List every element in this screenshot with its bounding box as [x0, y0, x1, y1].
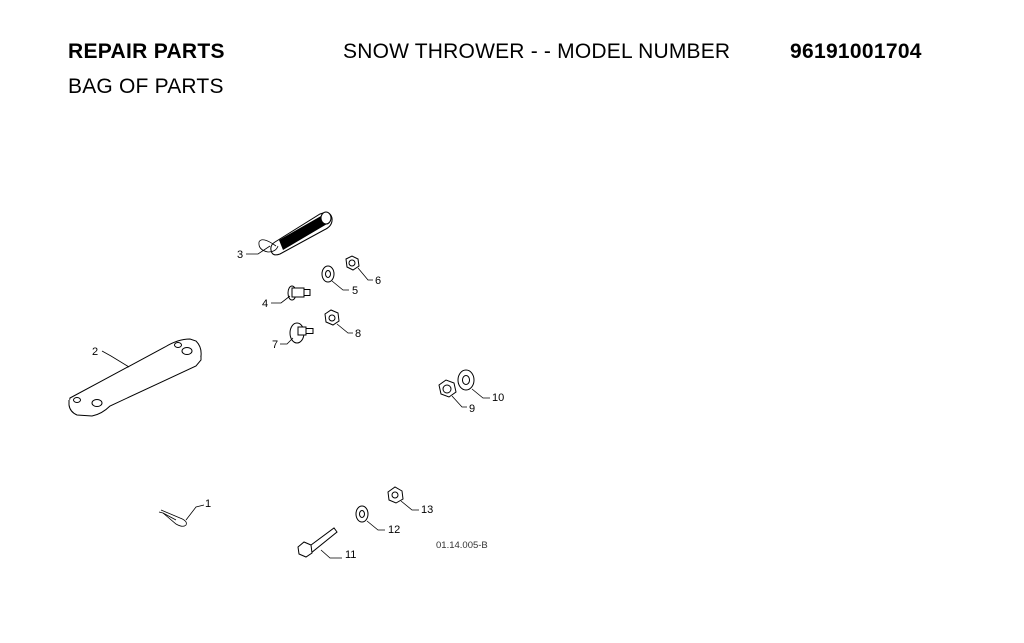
carriage-bolt-icon: [289, 322, 314, 344]
model-number: 96191001704: [790, 40, 922, 63]
hex-nut-icon: [438, 379, 457, 398]
callout-10: 10: [492, 392, 504, 404]
leader-4: [271, 295, 291, 304]
leader-3: [246, 245, 271, 255]
hex-nut-icon: [345, 255, 360, 271]
link-plate-icon: [68, 338, 202, 417]
leader-12: [366, 520, 385, 531]
callout-9: 9: [469, 403, 475, 415]
leader-7: [280, 337, 294, 345]
leader-10: [471, 388, 490, 399]
callout-11: 11: [345, 549, 356, 561]
callout-8: 8: [355, 328, 361, 340]
leader-1: [185, 504, 205, 521]
leader-9: [451, 395, 467, 408]
drawing-code: 01.14.005-B: [436, 540, 488, 551]
callout-4: 4: [262, 298, 268, 310]
page-title-repair-parts: REPAIR PARTS: [68, 40, 225, 63]
callout-1: 1: [205, 498, 211, 510]
leader-13: [400, 500, 419, 511]
extension-spring-icon: [258, 211, 333, 256]
callout-6: 6: [375, 275, 381, 287]
flat-washer-icon: [457, 369, 475, 391]
callout-5: 5: [352, 285, 358, 297]
leader-6: [357, 267, 373, 281]
callout-7: 7: [272, 339, 278, 351]
leader-2: [101, 350, 130, 368]
callout-12: 12: [388, 524, 400, 536]
shoulder-bolt-icon: [287, 285, 311, 301]
callout-2: 2: [92, 346, 98, 358]
hex-bolt-icon: [297, 527, 338, 558]
callout-3: 3: [237, 249, 243, 261]
lock-nut-icon: [387, 486, 404, 504]
product-title: SNOW THROWER - - MODEL NUMBER: [343, 40, 731, 63]
hex-nut-icon: [324, 309, 340, 326]
hairpin-clip-icon: [158, 509, 187, 527]
flat-washer-icon: [355, 505, 369, 523]
flat-washer-icon: [321, 265, 335, 283]
leader-11: [320, 549, 342, 559]
section-title: BAG OF PARTS: [68, 75, 224, 98]
callout-13: 13: [421, 504, 433, 516]
leader-5: [331, 280, 349, 291]
leader-8: [336, 323, 353, 334]
